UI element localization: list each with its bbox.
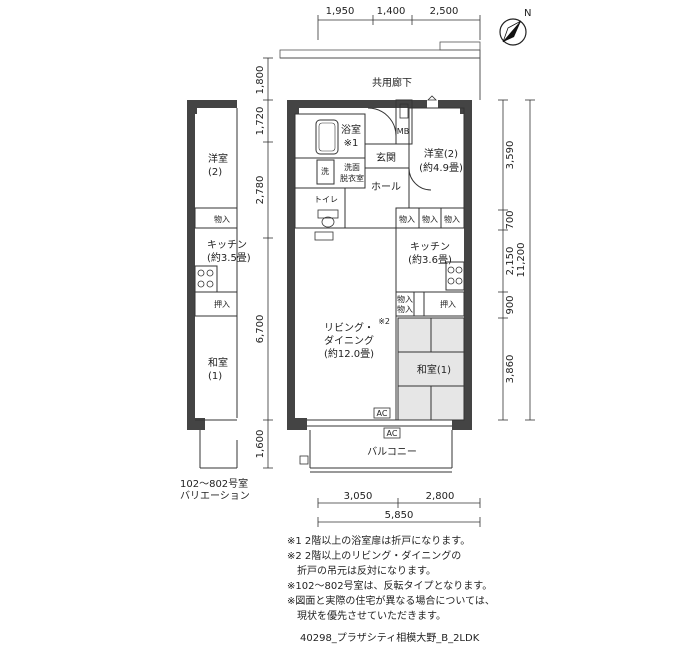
washroom: 洗 洗面 脱衣室 (294, 157, 366, 189)
bath-label: 浴室 (341, 123, 361, 136)
mb-label: MB (397, 127, 409, 136)
living-size: (約12.0畳) (324, 347, 374, 360)
balcony-label: バルコニー (367, 446, 417, 458)
living-note: ※2 (378, 317, 390, 326)
bath-note: ※1 (344, 138, 359, 149)
entrance-label: 玄関 (376, 151, 396, 164)
washroom-label-2: 脱衣室 (340, 173, 364, 183)
toilet-label: トイレ (314, 195, 338, 204)
common-corridor: 共用廊下 (279, 41, 481, 100)
var-caption-1: 102～802号室 (180, 477, 248, 490)
storage-row: 物入 物入 物入 (395, 207, 465, 229)
dim-bottom-1: 3,050 (344, 491, 373, 502)
right-dimensions: 3,590 700 2,150 900 3,860 11,200 (498, 99, 535, 421)
ac-label-2: AC (387, 429, 398, 438)
note-line-1: ※1 2階以上の浴室扉は折戸になります。 (287, 534, 470, 547)
storage-label-2: 物入 (422, 214, 438, 224)
storage-label-3: 物入 (444, 214, 460, 224)
kitchen-label: キッチン (410, 241, 450, 253)
ac-label-1: AC (377, 409, 388, 418)
dim-right-total: 11,200 (516, 243, 527, 278)
dim-right-3: 2,150 (505, 247, 516, 276)
bath-area: 浴室 ※1 (294, 113, 366, 159)
var-closet-label: 押入 (214, 299, 230, 309)
var-storage-label: 物入 (214, 214, 230, 224)
dim-left-4: 6,700 (255, 315, 266, 344)
var-kitchen-size: (約3.5畳) (207, 251, 251, 264)
hall: ホール (371, 181, 401, 193)
dim-top-1: 1,950 (326, 6, 355, 17)
top-dimensions: 1,950 1,400 2,500 (317, 6, 481, 40)
note-line-2: ※2 2階以上のリビング・ダイニングの (287, 549, 461, 562)
left-dimensions: 1,800 1,720 2,780 6,700 1,600 (255, 57, 273, 469)
closet-row: 物入 物入 押入 (395, 291, 465, 317)
hall-label: ホール (371, 181, 401, 193)
living-label-2: ダイニング (324, 334, 374, 347)
dim-right-5: 3,860 (505, 355, 516, 384)
western2-size: (約4.9畳) (419, 161, 463, 174)
note-line-6: 現状を優先させていただきます。 (287, 609, 446, 622)
japanese-room: 和室(1) (397, 317, 465, 421)
compass-icon: N (499, 8, 531, 46)
corridor-label: 共用廊下 (372, 76, 412, 89)
dim-top-2: 1,400 (377, 6, 406, 17)
western2-label: 洋室(2) (424, 147, 458, 160)
var-western2-label: 洋室 (208, 152, 228, 165)
closet-label: 押入 (440, 299, 456, 309)
western-room-2: 洋室(2) (約4.9畳) (408, 107, 465, 209)
var-kitchen-label: キッチン (207, 239, 247, 251)
dim-right-1: 3,590 (505, 141, 516, 170)
dim-top-3: 2,500 (430, 6, 459, 17)
compass-label: N (524, 8, 531, 19)
dim-bottom-total: 5,850 (385, 510, 414, 521)
ac-units: AC AC (373, 407, 401, 439)
var-caption-2: バリエーション (180, 490, 250, 502)
japanese-label: 和室(1) (417, 363, 451, 376)
kitchen: キッチン (約3.6畳) (408, 241, 465, 291)
variation-plan: 洋室 (2) 物入 キッチン (約3.5畳) 押入 和室 (1) 102～802… (180, 100, 251, 502)
note-line-5: ※図面と実際の住宅が異なる場合については、 (287, 594, 495, 607)
exterior-walls (287, 95, 472, 430)
var-japanese-num: (1) (208, 371, 222, 382)
dim-left-5: 1,600 (255, 430, 266, 459)
toilet: トイレ (294, 187, 346, 241)
storage-label-5: 物入 (397, 304, 413, 314)
dim-left-3: 2,780 (255, 176, 266, 205)
var-western2-num: (2) (208, 167, 222, 178)
balcony: バルコニー (299, 430, 453, 473)
storage-label-1: 物入 (399, 214, 415, 224)
entrance: 玄関 (364, 107, 410, 169)
kitchen-size: (約3.6畳) (408, 253, 452, 266)
bottom-dimensions: 3,050 2,800 5,850 (317, 491, 481, 527)
notes: ※1 2階以上の浴室扉は折戸になります。 ※2 2階以上のリビング・ダイニングの… (287, 534, 495, 622)
dim-bottom-2: 2,800 (426, 491, 455, 502)
washroom-label-1: 洗面 (344, 162, 360, 172)
dim-right-2: 700 (505, 210, 516, 229)
living-dining: リビング・ ダイニング (約12.0畳) ※2 (324, 227, 397, 420)
dim-right-4: 900 (505, 295, 516, 314)
var-japanese-label: 和室 (208, 356, 228, 369)
note-line-3: 折戸の吊元は反対になります。 (287, 564, 436, 577)
living-label-1: リビング・ (324, 321, 374, 334)
footer-code: 40298_プラザシティ相模大野_B_2LDK (300, 631, 480, 644)
storage-label-4: 物入 (397, 294, 413, 304)
dim-left-1: 1,800 (255, 66, 266, 95)
note-line-4: ※102～802号室は、反転タイプとなります。 (287, 579, 492, 592)
sink-label: 洗 (321, 166, 329, 176)
dim-left-2: 1,720 (255, 107, 266, 136)
